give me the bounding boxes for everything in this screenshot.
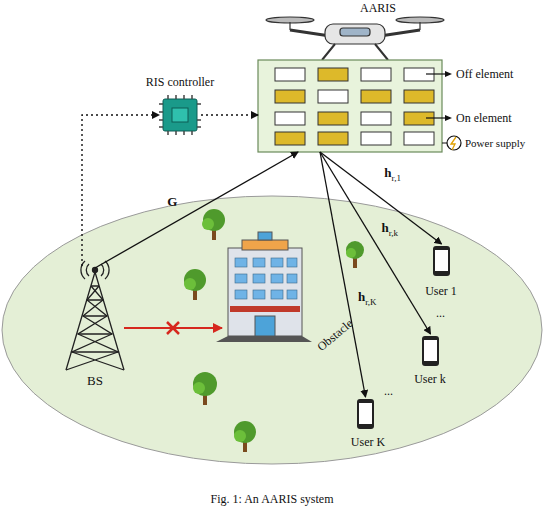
channel-label: G bbox=[167, 195, 177, 209]
base-station-node: BS bbox=[62, 262, 128, 370]
channel-link bbox=[320, 152, 442, 244]
channel-label: hr,1 bbox=[384, 166, 401, 185]
channel-symbol: h bbox=[384, 165, 391, 180]
channel-symbol: h bbox=[381, 220, 388, 235]
control-link bbox=[201, 114, 258, 115]
ground-ellipse bbox=[2, 196, 542, 464]
ellipsis-mark: ... bbox=[436, 306, 445, 320]
control-link bbox=[82, 115, 159, 266]
ris-panel-node: AARIS bbox=[258, 60, 442, 152]
figure-caption: Fig. 1: An AARIS system bbox=[210, 492, 333, 507]
node-label: User K bbox=[351, 435, 385, 449]
channel-subscript: r,k bbox=[389, 227, 398, 237]
user-node: User K bbox=[354, 397, 377, 431]
ellipsis-mark: ... bbox=[384, 384, 393, 398]
channel-symbol: h bbox=[358, 289, 365, 304]
bs-tower bbox=[66, 261, 124, 370]
block-cross bbox=[167, 322, 179, 334]
node-label: AARIS bbox=[360, 1, 396, 15]
channel-symbol: G bbox=[167, 194, 177, 209]
node-label: User k bbox=[414, 372, 446, 386]
controller-node: RIS controller bbox=[159, 95, 201, 135]
ris-panel bbox=[258, 60, 461, 152]
user-node: User 1 bbox=[430, 244, 453, 278]
obstacle-node: Obstacle bbox=[222, 240, 306, 342]
node-label: User 1 bbox=[425, 284, 457, 298]
obstacle-building bbox=[216, 232, 312, 342]
node-label: BS bbox=[87, 374, 103, 388]
user-node: User k bbox=[419, 334, 442, 368]
controller-chip bbox=[159, 95, 201, 135]
phones bbox=[357, 246, 450, 429]
node-label: RIS controller bbox=[146, 75, 214, 89]
annotation-label: Off element bbox=[456, 67, 513, 81]
annotation-label: On element bbox=[456, 111, 512, 125]
annotation-label: Power supply bbox=[465, 136, 525, 150]
channel-link bbox=[95, 152, 298, 268]
drone bbox=[266, 17, 444, 60]
channel-subscript: r,1 bbox=[392, 172, 401, 182]
channel-label: hr,K bbox=[358, 290, 377, 309]
channel-subscript: r,K bbox=[365, 296, 376, 306]
channel-link bbox=[320, 152, 366, 397]
channel-label: hr,k bbox=[381, 221, 398, 240]
